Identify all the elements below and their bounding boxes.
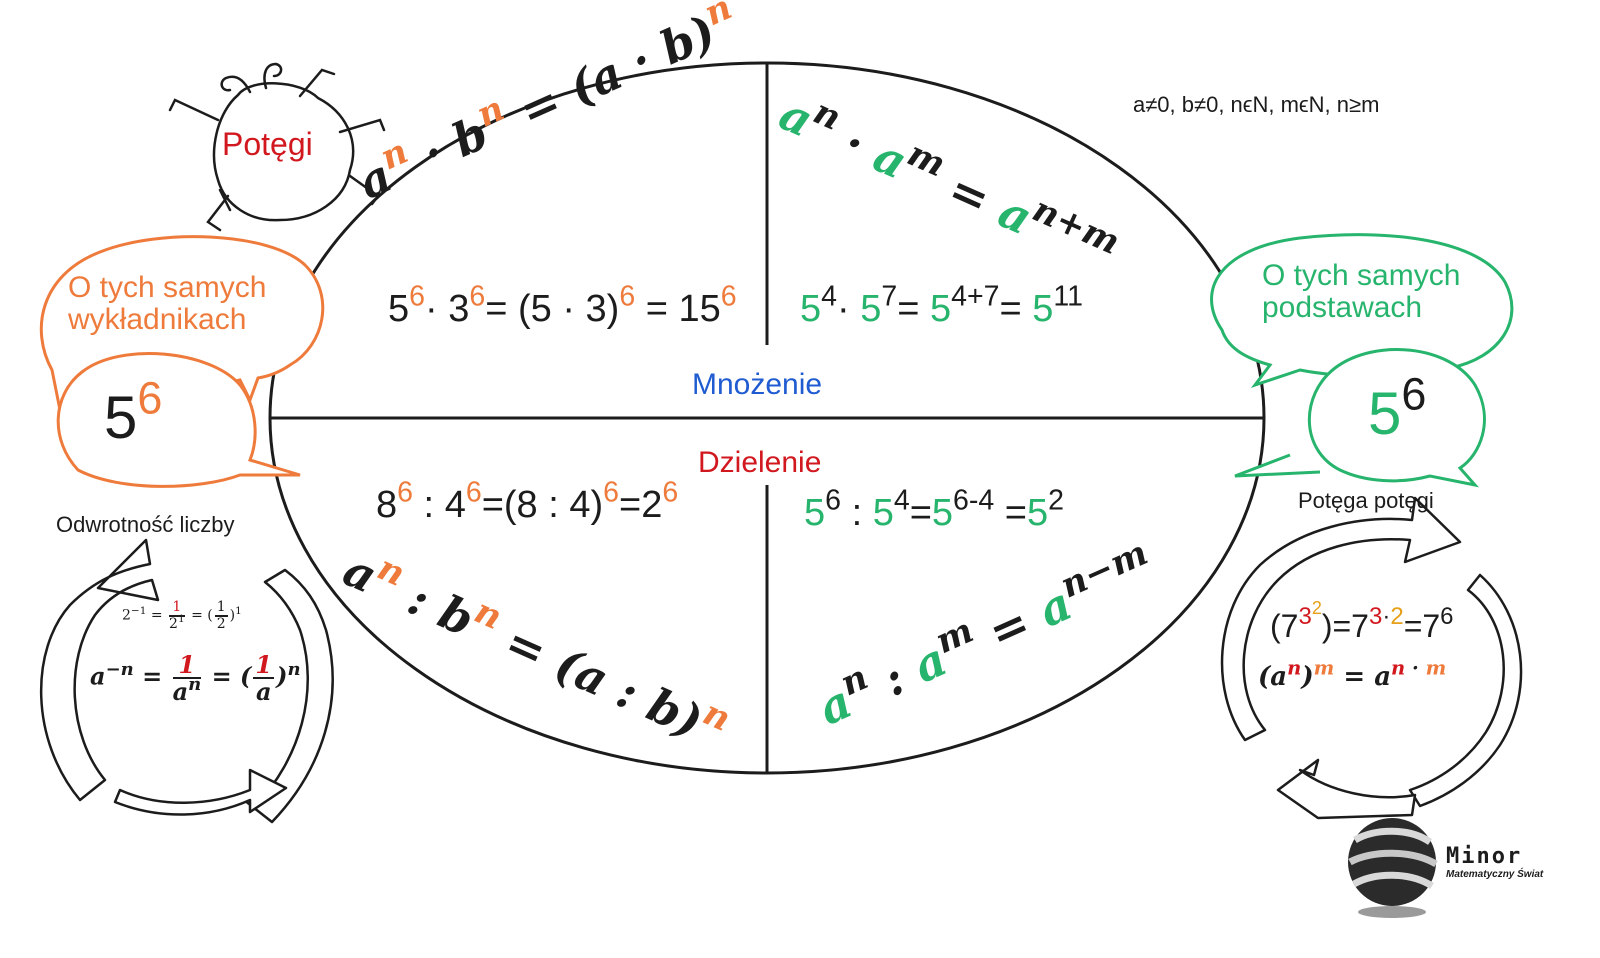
logo-name: Minor — [1446, 844, 1523, 869]
cycle-arrows-left — [40, 538, 334, 824]
example-multiply-same-base: 54· 57= 54+7= 511 — [800, 280, 1083, 330]
division-label: Dzielenie — [698, 446, 822, 479]
right-speech-bubble — [1210, 233, 1514, 488]
cycle-arrows-right — [1220, 496, 1523, 820]
right-bubble-power: 56 — [1368, 368, 1427, 447]
logo-tagline: Matematyczny Świat — [1446, 869, 1544, 880]
same-exponents-label: O tych samych wykładnikach — [68, 271, 267, 336]
conditions-note: a≠0, b≠0, nϵN, mϵN, n≥m — [1133, 92, 1380, 117]
example-divide-same-base: 56 : 54=56-4 =52 — [804, 484, 1064, 534]
power-of-power-label: Potęga potęgi — [1298, 488, 1434, 513]
left-bubble-power: 56 — [104, 372, 163, 451]
power-of-power-example: (732)=73·2=76 — [1270, 598, 1454, 645]
bug-icon — [168, 62, 386, 232]
minor-logo-icon — [1348, 818, 1438, 918]
power-of-power-rule: (an)m = an · m — [1258, 656, 1447, 692]
example-multiply-same-exponent: 56· 36= (5 · 3)6 = 156 — [388, 280, 737, 330]
example-divide-same-exponent: 86 : 46=(8 : 4)6=26 — [376, 476, 679, 526]
reciprocal-label: Odwrotność liczby — [56, 512, 235, 537]
same-bases-label: O tych samych podstawach — [1262, 259, 1461, 324]
multiplication-label: Mnożenie — [692, 368, 823, 401]
powers-title: Potęgi — [222, 126, 313, 162]
left-speech-bubble — [39, 235, 325, 488]
